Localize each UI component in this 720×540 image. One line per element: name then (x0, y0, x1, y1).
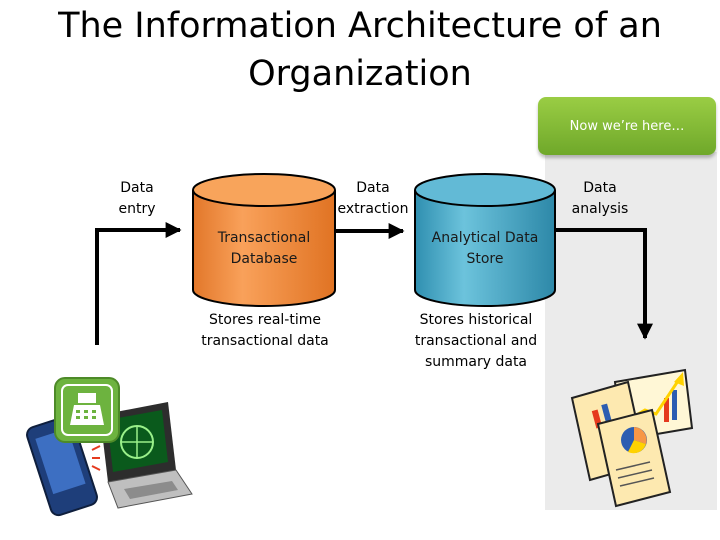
data-analysis-connector (556, 228, 653, 340)
slide-title: The Information Architecture of an Organ… (58, 6, 662, 94)
signal-mark-icon (91, 445, 101, 471)
analytical-data-store-caption: Stores historical transactional and summ… (414, 312, 538, 370)
now-here-badge: Now we’re here… (538, 97, 716, 155)
analytical-data-store-cylinder (414, 173, 556, 307)
transactional-database-cylinder (192, 173, 336, 307)
transactional-database-name: Transactional Database (217, 230, 311, 267)
transactional-database-caption: Stores real-time transactional data (201, 312, 329, 349)
data-entry-label: Data entry (118, 180, 156, 217)
analytical-data-store-name: Analytical Data Store (431, 230, 539, 267)
data-analysis-label: Data analysis (571, 180, 629, 217)
data-entry-connector (95, 222, 182, 345)
reports-icon (570, 380, 672, 508)
cash-register-icon (54, 377, 120, 443)
mobile-phone-icon (26, 415, 98, 517)
data-extraction-label: Data extraction (337, 180, 409, 217)
